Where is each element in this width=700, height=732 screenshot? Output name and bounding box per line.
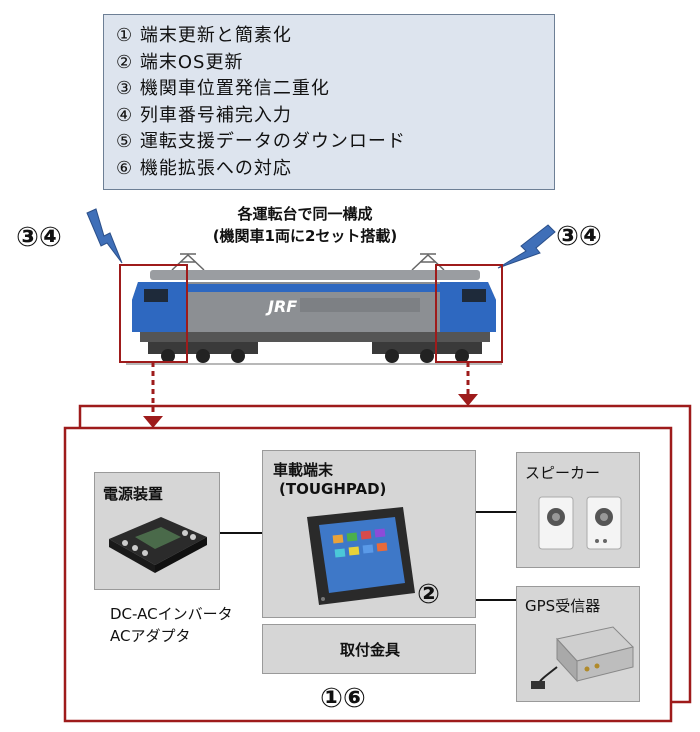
gps-receiver-icon [531,626,634,689]
terminal-model-label: (TOUGHPAD) [279,480,387,498]
lightning-bolt-left-icon [86,208,123,264]
gps-label: GPS受信器 [525,597,601,615]
equipment-frame-back [78,404,692,704]
mount-label: 取付金具 [339,641,400,659]
tablet-icon [307,507,415,605]
speaker-label: スピーカー [525,464,601,482]
notes-box: ① 端末更新と簡素化 ② 端末OS更新 ③ 機関車位置発信二重化 ④ 列車番号補… [103,14,555,190]
configuration-caption: 各運転台で同一構成 (機関車1両に2セット搭載) [190,203,420,247]
terminal-box: 車載端末 (TOUGHPAD) ② [262,450,476,618]
caption-line-2: (機関車1両に2セット搭載) [212,227,398,245]
terminal-label: 車載端末 [273,461,334,479]
radio-marker-left: ③④ [16,222,62,253]
terminal-marker: ② [417,579,440,610]
power-unit-label: 電源装置 [103,485,164,503]
power-unit-icon [109,517,207,573]
note-item: ⑥ 機能拡張への対応 [116,157,292,179]
caption-line-1: 各運転台で同一構成 [237,205,373,223]
power-unit-desc-1: DC-ACインバータ [110,605,233,623]
locomotive-logo: JRF [265,297,297,316]
note-item: ⑤ 運転支援データのダウンロード [116,131,406,152]
note-item: ④ 列車番号補完入力 [116,104,292,126]
bottom-marker: ①⑥ [320,683,366,714]
arrowhead-down-icon [143,416,163,428]
mount-box: 取付金具 [262,624,476,674]
gps-box: GPS受信器 [516,586,640,702]
arrowhead-down-icon [458,394,478,406]
radio-marker-right: ③④ [556,221,602,252]
note-item: ① 端末更新と簡素化 [116,25,292,46]
locomotive-illustration [126,253,502,365]
lightning-bolt-right-icon [497,224,556,269]
power-unit-desc-2: ACアダプタ [110,627,191,645]
speaker-icon [538,496,622,550]
note-item: ③ 機関車位置発信二重化 [116,78,330,99]
speaker-box: スピーカー [516,452,640,568]
power-unit-box: 電源装置 [94,472,220,590]
note-item: ② 端末OS更新 [116,51,244,73]
